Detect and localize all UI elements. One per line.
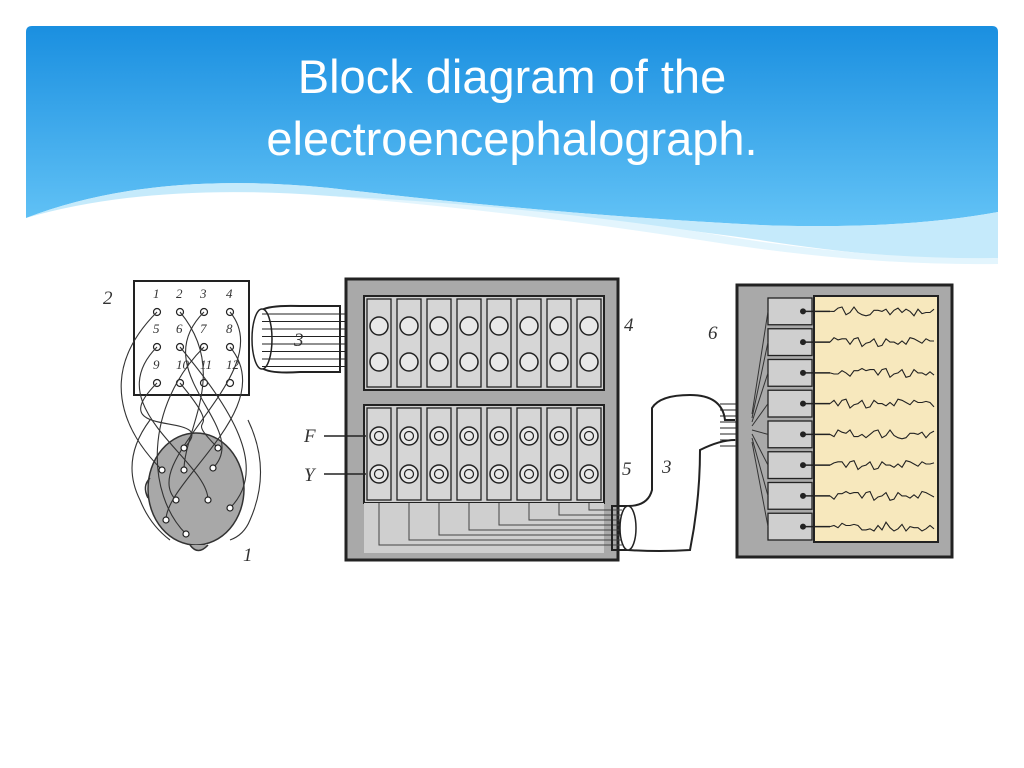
slide-title: Block diagram of the electroencephalogra… — [100, 46, 924, 170]
amplifier-knob — [399, 316, 419, 336]
amplifier-knob — [489, 352, 509, 372]
electrode-number: 6 — [176, 321, 183, 336]
filter-knob — [399, 464, 419, 484]
head — [144, 432, 245, 552]
title-banner — [26, 26, 998, 265]
amplifier-knob — [519, 316, 539, 336]
filter-knob — [489, 426, 509, 446]
filter-knob — [369, 464, 389, 484]
electrode-number: 12 — [226, 357, 240, 372]
filter-channel — [486, 407, 512, 501]
scalp-electrode — [214, 444, 222, 452]
title-line-2: electroencephalograph. — [266, 112, 758, 165]
amplifier-channels — [366, 298, 602, 501]
filter-channel — [516, 407, 542, 501]
amplifier-knob — [579, 316, 599, 336]
amplifier-knob — [369, 316, 389, 336]
filter-knob — [549, 464, 569, 484]
eeg-trace — [829, 490, 935, 502]
amplifier-channel — [546, 298, 572, 388]
label-3-left: 3 — [293, 330, 304, 351]
amplifier-channel — [486, 298, 512, 388]
filter-channel — [576, 407, 602, 501]
label-3-right: 3 — [661, 457, 672, 478]
label-5: 5 — [622, 459, 632, 480]
filter-knob — [369, 426, 389, 446]
title-line-1: Block diagram of the — [297, 50, 727, 103]
amplifier-channel — [396, 298, 422, 388]
eeg-trace — [829, 521, 935, 532]
filter-channel — [426, 407, 452, 501]
amplifier-knob — [519, 352, 539, 372]
amplifier-channel — [576, 298, 602, 388]
amplifier-channel — [516, 298, 542, 388]
filter-knob — [519, 426, 539, 446]
amplifier-knob — [429, 352, 449, 372]
filter-knob — [519, 464, 539, 484]
filter-channel — [456, 407, 482, 501]
electrode-number: 7 — [200, 321, 207, 336]
amplifier-knob — [549, 316, 569, 336]
amplifier-channel — [456, 298, 482, 388]
electrode-number: 1 — [153, 286, 160, 301]
filter-knob — [399, 426, 419, 446]
amplifier-knob — [429, 316, 449, 336]
label-f: F — [303, 426, 316, 447]
filter-knob — [489, 464, 509, 484]
filter-knob — [459, 464, 479, 484]
electrode-leads — [120, 311, 262, 541]
eeg-trace — [829, 367, 935, 379]
scalp-electrode — [204, 496, 212, 504]
electrode-number: 3 — [199, 286, 207, 301]
amplifier-knob — [579, 352, 599, 372]
eeg-trace — [829, 429, 935, 440]
scalp-electrode — [182, 530, 190, 538]
label-1: 1 — [243, 545, 253, 566]
amplifier-knob — [489, 316, 509, 336]
eeg-trace — [829, 337, 934, 348]
eeg-trace — [829, 306, 935, 317]
electrode-box — [133, 280, 250, 396]
filter-knob — [549, 426, 569, 446]
eeg-trace — [829, 398, 935, 409]
amplifier-knob — [369, 352, 389, 372]
label-y: Y — [304, 465, 317, 486]
electrode-number: 4 — [226, 286, 233, 301]
electrode-number: 5 — [153, 321, 160, 336]
electrode-number: 8 — [226, 321, 233, 336]
filter-channel — [396, 407, 422, 501]
electrode-terminal — [225, 378, 235, 388]
amplifier-knob — [459, 352, 479, 372]
filter-knob — [429, 464, 449, 484]
scalp-electrode — [162, 516, 170, 524]
scalp-electrode — [226, 504, 234, 512]
recorder-paper — [813, 295, 939, 543]
cable-left — [251, 304, 364, 374]
amplifier-channel — [426, 298, 452, 388]
label-4: 4 — [624, 315, 634, 336]
output-bus — [378, 503, 622, 546]
filter-knob — [429, 426, 449, 446]
electrode-number: 9 — [153, 357, 160, 372]
scalp-electrode — [158, 466, 166, 474]
scalp-electrode — [180, 444, 188, 452]
label-2: 2 — [103, 288, 113, 309]
amplifier-knob — [399, 352, 419, 372]
filter-knob — [459, 426, 479, 446]
amplifier-channel — [366, 298, 392, 388]
scalp-electrode — [180, 466, 188, 474]
label-6: 6 — [708, 323, 718, 344]
amplifier-knob — [549, 352, 569, 372]
electrode-number: 2 — [176, 286, 183, 301]
filter-channel — [546, 407, 572, 501]
amplifier-knob — [459, 316, 479, 336]
filter-channel — [366, 407, 392, 501]
filter-knob — [579, 426, 599, 446]
recorder-channels — [751, 297, 935, 541]
filter-knob — [579, 464, 599, 484]
eeg-trace — [829, 460, 935, 471]
scalp-electrode — [209, 464, 217, 472]
